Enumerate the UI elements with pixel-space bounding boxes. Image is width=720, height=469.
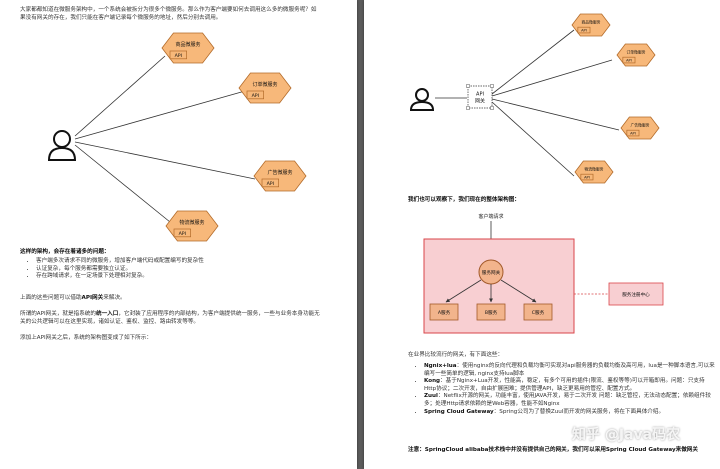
api-tag-label: API <box>584 175 590 179</box>
service-gateway-node: 服务网关 <box>478 259 504 285</box>
api-tag <box>580 173 594 181</box>
right-page: API 网关 商品微服务 API 订单微服务 API 广告微服务 API 物流微服务 A… <box>364 0 720 469</box>
problem-title: 这样的架构，会存在着诸多的问题： <box>20 249 110 255</box>
svg-text:服务注册中心: 服务注册中心 <box>622 291 650 298</box>
svg-text:服务网关: 服务网关 <box>482 269 501 276</box>
svg-text:B服务: B服务 <box>485 309 498 316</box>
api-tag <box>577 26 591 34</box>
list-item: Spring Cloud Gateway：Spring公司为了替换Zuul而开发… <box>424 409 716 417</box>
client-request-label: 客户端请求 <box>478 213 503 220</box>
api-gateway-box: API 网关 <box>466 84 494 110</box>
problem-list: 客户端多次请求不同的微服务，增加客户端代码或配置编写的复杂性 认证复杂，每个服务… <box>26 258 326 281</box>
api-tag <box>261 178 279 188</box>
svg-text:网关: 网关 <box>475 98 485 105</box>
api-tag-label: API <box>626 58 632 62</box>
api-tag <box>169 50 187 60</box>
definition-paragraph: 所谓的API网关，就是指系统的统一入口，它封装了应用程序的内部结构，为客户端提供… <box>20 311 320 325</box>
list-item: 认证复杂，每个服务都需要独立认证。 <box>36 266 326 274</box>
service-label: 商品微服务 <box>582 19 601 24</box>
service-b-box: B服务 <box>476 303 506 321</box>
watermark: 知乎 @Java码农 <box>572 427 681 443</box>
after-paragraph: 添加上API网关之后，系统的架构图变成了如下所示： <box>20 335 152 341</box>
list-item: Ngnix+lua：使用nginx的反向代理和负载均衡可实现对api服务器的负载… <box>424 363 716 378</box>
api-tag <box>626 129 640 137</box>
service-a-box: A服务 <box>429 303 459 321</box>
list-item: Zuul：Netflix开源的网关，功能丰富，使用JAVA开发，易于二次开发 问… <box>424 393 716 408</box>
api-tag-label: API <box>252 93 260 99</box>
list-item: 客户端多次请求不同的微服务，增加客户端代码或配置编写的复杂性 <box>36 258 326 266</box>
gateway-list: Ngnix+lua：使用nginx的反向代理和负载均衡可实现对api服务器的负载… <box>414 363 716 416</box>
user-icon <box>409 88 435 111</box>
service-node-order: 订单微服务 API <box>238 72 292 104</box>
list-item: Kong：基于Nginx+Lua开发，性能高，稳定，有多个可用的插件(限流、鉴权… <box>424 378 716 393</box>
api-tag-label: API <box>630 131 636 135</box>
service-node-product: 商品微服务 API <box>571 13 611 37</box>
svg-text:A服务: A服务 <box>438 309 451 316</box>
overall-title: 我们也可以观察下，我们现在的整体架构图： <box>408 197 520 203</box>
left-page: 大家都都知道在微服务架构中，一个系统会被拆分为很多个微服务。那么作为客户端要如何… <box>0 0 357 469</box>
service-label: 订单微服务 <box>252 81 277 88</box>
service-label: 物流微服务 <box>585 166 604 171</box>
service-node-logistics: 物流微服务 API <box>165 210 219 242</box>
gateway-diagram: API 网关 商品微服务 API 订单微服务 API 广告微服务 API 物流微服务 A… <box>409 13 660 184</box>
gateway-list-intro: 在业界比较流行的网关，有下面这些： <box>408 352 504 358</box>
service-label: 商品微服务 <box>175 41 200 48</box>
service-registry-box: 服务注册中心 <box>608 282 664 306</box>
conclusion-paragraph: 上面的这些问题可以借助API网关来解决。 <box>20 295 126 301</box>
service-label: 物流微服务 <box>179 219 204 226</box>
service-node-ads: 广告微服务 API <box>620 116 660 140</box>
svg-text:API: API <box>476 92 484 98</box>
note-paragraph: 注意：SpringCloud alibaba技术栈中并没有提供自己的网关，我们可… <box>408 447 698 453</box>
no-gateway-diagram: 商品微服务 API 订单微服务 API 广告微服务 API 物流微服务 API <box>47 32 307 242</box>
api-tag-label: API <box>581 28 587 32</box>
api-tag <box>622 56 636 64</box>
service-label: 广告微服务 <box>267 169 292 176</box>
svg-text:C服务: C服务 <box>532 309 545 316</box>
api-tag-label: API <box>179 231 187 237</box>
list-item: 存在跨域请求，在一定场景下处理相对复杂。 <box>36 273 326 281</box>
service-c-box: C服务 <box>523 303 553 321</box>
intro-paragraph: 大家都都知道在微服务架构中，一个系统会被拆分为很多个微服务。那么作为客户端要如何… <box>20 7 317 21</box>
overall-architecture-diagram: 客户端请求 服务网关 A服务 B服务 C服务 服务注册中心 <box>423 213 664 334</box>
service-node-logistics: 物流微服务 API <box>574 160 614 184</box>
service-node-product: 商品微服务 API <box>161 32 215 64</box>
api-tag-label: API <box>267 181 275 187</box>
service-node-ads: 广告微服务 API <box>253 160 307 192</box>
service-label: 订单微服务 <box>627 49 646 54</box>
service-label: 广告微服务 <box>631 122 650 127</box>
user-icon <box>47 130 77 161</box>
api-tag <box>246 90 264 100</box>
api-tag-label: API <box>175 53 183 59</box>
service-node-order: 订单微服务 API <box>616 43 656 67</box>
api-tag <box>173 228 191 238</box>
